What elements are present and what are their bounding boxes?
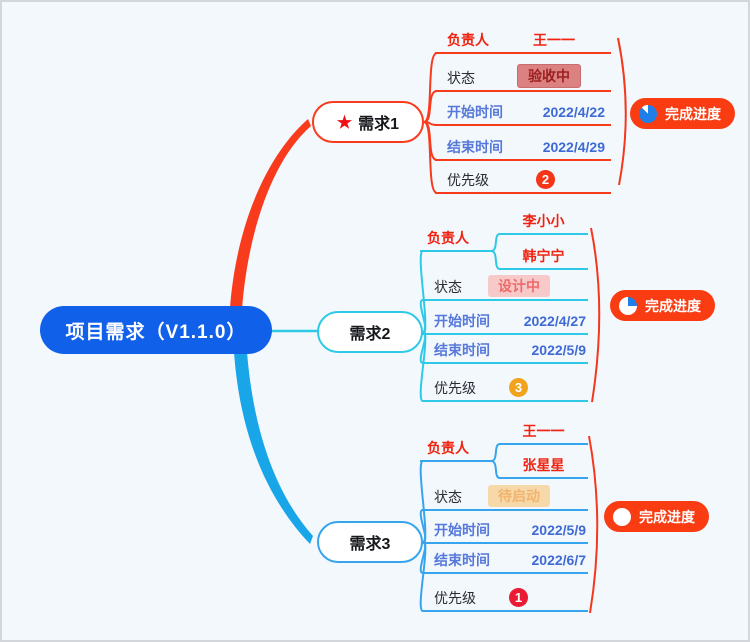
status-badge: 设计中 <box>488 275 550 297</box>
row-priority[interactable]: 优先级 3 <box>422 372 588 402</box>
row-owner[interactable]: 负责人 <box>420 222 492 252</box>
priority-badge: 3 <box>509 378 528 397</box>
owner-label: 负责人 <box>427 440 469 456</box>
topic-label: 需求1 <box>358 116 400 133</box>
topic-label: 需求2 <box>349 326 391 343</box>
row-owner-name[interactable]: 张星星 <box>499 449 588 479</box>
star-icon: ★ <box>336 112 353 132</box>
summary-brace-2 <box>590 227 601 403</box>
start-date-value: 2022/4/27 <box>523 313 586 329</box>
row-start-date[interactable]: 开始时间 2022/4/27 <box>422 305 588 335</box>
owner-value: 李小小 <box>522 213 565 229</box>
row-end-date[interactable]: 结束时间 2022/5/9 <box>422 334 588 364</box>
row-owner-name[interactable]: 李小小 <box>499 205 588 235</box>
row-start-date[interactable]: 开始时间 2022/5/9 <box>422 514 588 544</box>
progress-label: 完成进度 <box>639 508 695 525</box>
topic-label: 需求3 <box>349 536 391 553</box>
priority-label: 优先级 <box>434 380 476 396</box>
status-label: 状态 <box>447 70 475 86</box>
priority-label: 优先级 <box>447 172 489 188</box>
progress-badge-2[interactable]: 完成进度 <box>610 290 715 321</box>
summary-brace-1 <box>617 37 627 186</box>
priority-badge: 2 <box>536 170 555 189</box>
end-date-label: 结束时间 <box>447 139 503 155</box>
row-owner[interactable]: 负责人 <box>420 432 492 462</box>
status-badge: 验收中 <box>517 64 581 88</box>
end-date-value: 2022/6/7 <box>531 552 587 568</box>
root-topic[interactable]: 项目需求（V1.1.0） <box>40 306 272 354</box>
end-date-value: 2022/5/9 <box>531 342 587 358</box>
end-date-value: 2022/4/29 <box>542 139 605 155</box>
row-status[interactable]: 状态 验收中 <box>435 62 611 92</box>
pie-chart-icon <box>619 296 637 315</box>
owner-value: 张星星 <box>522 457 565 473</box>
pie-chart-icon <box>613 507 631 526</box>
start-date-value: 2022/5/9 <box>531 522 587 538</box>
topic-requirement-3[interactable]: 需求3 <box>317 521 423 563</box>
progress-badge-3[interactable]: 完成进度 <box>604 501 709 532</box>
topic-requirement-2[interactable]: 需求2 <box>317 311 423 353</box>
status-badge: 待启动 <box>488 485 550 507</box>
branch1-main-connector <box>230 119 311 309</box>
branch3-main-connector <box>234 352 313 544</box>
end-date-label: 结束时间 <box>434 342 490 358</box>
row-owner[interactable]: 负责人 王一一 <box>435 24 611 54</box>
progress-badge-1[interactable]: 完成进度 <box>630 98 735 129</box>
row-start-date[interactable]: 开始时间 2022/4/22 <box>435 96 611 126</box>
pie-chart-icon <box>639 104 657 123</box>
topic-requirement-1[interactable]: ★ 需求1 <box>312 101 424 143</box>
owner-label: 负责人 <box>447 32 489 48</box>
start-date-value: 2022/4/22 <box>542 104 605 120</box>
owner-value: 韩宁宁 <box>522 248 565 264</box>
row-end-date[interactable]: 结束时间 2022/6/7 <box>422 544 588 574</box>
row-priority[interactable]: 优先级 2 <box>435 164 611 194</box>
root-topic-label: 项目需求（V1.1.0） <box>65 321 247 343</box>
row-status[interactable]: 状态 待启动 <box>422 481 588 511</box>
owner-value: 王一一 <box>522 423 565 439</box>
start-date-label: 开始时间 <box>434 313 490 329</box>
summary-brace-3 <box>588 435 599 614</box>
row-owner-name[interactable]: 王一一 <box>499 415 588 445</box>
row-status[interactable]: 状态 设计中 <box>422 271 588 301</box>
progress-label: 完成进度 <box>665 105 721 122</box>
progress-label: 完成进度 <box>645 297 701 314</box>
owner-value: 王一一 <box>533 32 575 48</box>
row-priority[interactable]: 优先级 1 <box>422 582 588 612</box>
end-date-label: 结束时间 <box>434 552 490 568</box>
start-date-label: 开始时间 <box>434 522 490 538</box>
priority-label: 优先级 <box>434 590 476 606</box>
row-owner-name[interactable]: 韩宁宁 <box>499 240 588 270</box>
start-date-label: 开始时间 <box>447 104 503 120</box>
status-label: 状态 <box>434 489 462 505</box>
owner-label: 负责人 <box>427 230 469 246</box>
priority-badge: 1 <box>509 588 528 607</box>
row-end-date[interactable]: 结束时间 2022/4/29 <box>435 131 611 161</box>
status-label: 状态 <box>434 279 462 295</box>
